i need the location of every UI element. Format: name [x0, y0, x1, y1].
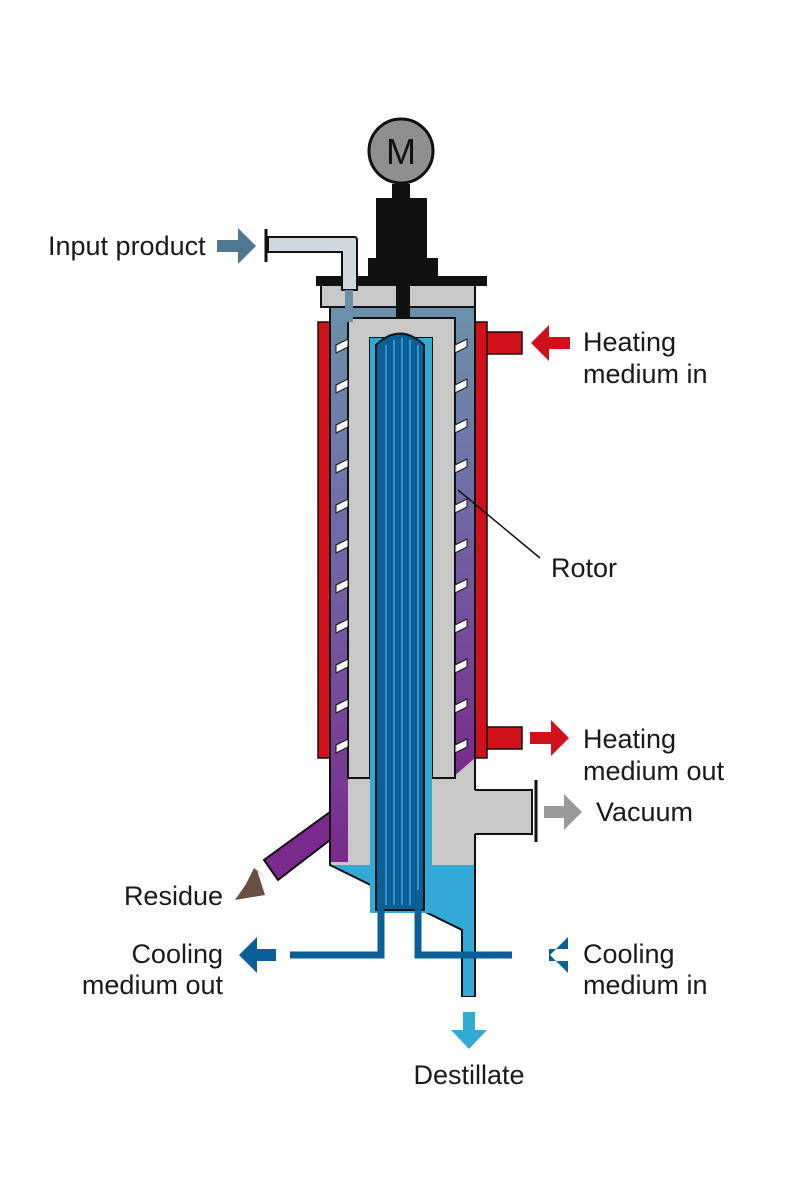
heating-out-arrow-icon: [530, 720, 569, 756]
input-arrow-icon: [217, 228, 256, 264]
heating-out-label-line1: Heating: [583, 724, 676, 754]
heating-in-label-line1: Heating: [583, 327, 676, 357]
cooling-in-arrow-icon: [549, 937, 568, 973]
heating-jacket: [317, 321, 523, 759]
cooling-out-arrow-icon: [239, 937, 276, 973]
cooling-in-label-line1: Cooling: [583, 939, 675, 969]
motor-letter: M: [386, 131, 416, 172]
cooling-in-label-line2: medium in: [583, 970, 708, 1000]
wiper-blades-right: [454, 338, 468, 754]
input-product-label: Input product: [48, 231, 206, 261]
heating-in-label-line2: medium in: [583, 359, 708, 389]
motor-icon: M: [367, 117, 435, 185]
rotor-leader-line: [457, 489, 541, 559]
heating-in-arrow-icon: [531, 325, 570, 361]
destillate-label: Destillate: [413, 1060, 524, 1090]
internal-condenser: [370, 332, 432, 913]
wiper-blades-left: [335, 338, 349, 754]
cooling-out-label-line1: Cooling: [131, 939, 223, 969]
vacuum-arrow-icon: [544, 794, 582, 830]
vacuum-nozzle: [469, 780, 538, 842]
cooling-lines: [290, 890, 512, 959]
rotor-label: Rotor: [551, 553, 617, 583]
input-product-pipe: [264, 229, 358, 322]
residue-outlet-pipe: [262, 810, 331, 882]
vacuum-label: Vacuum: [596, 797, 693, 827]
cooling-out-label-line2: medium out: [82, 970, 224, 1000]
residue-arrow-icon: [235, 868, 266, 900]
destillate-arrow-icon: [451, 1012, 487, 1049]
residue-label: Residue: [124, 881, 223, 911]
heating-out-label-line2: medium out: [583, 756, 725, 786]
rotor: [335, 317, 468, 779]
